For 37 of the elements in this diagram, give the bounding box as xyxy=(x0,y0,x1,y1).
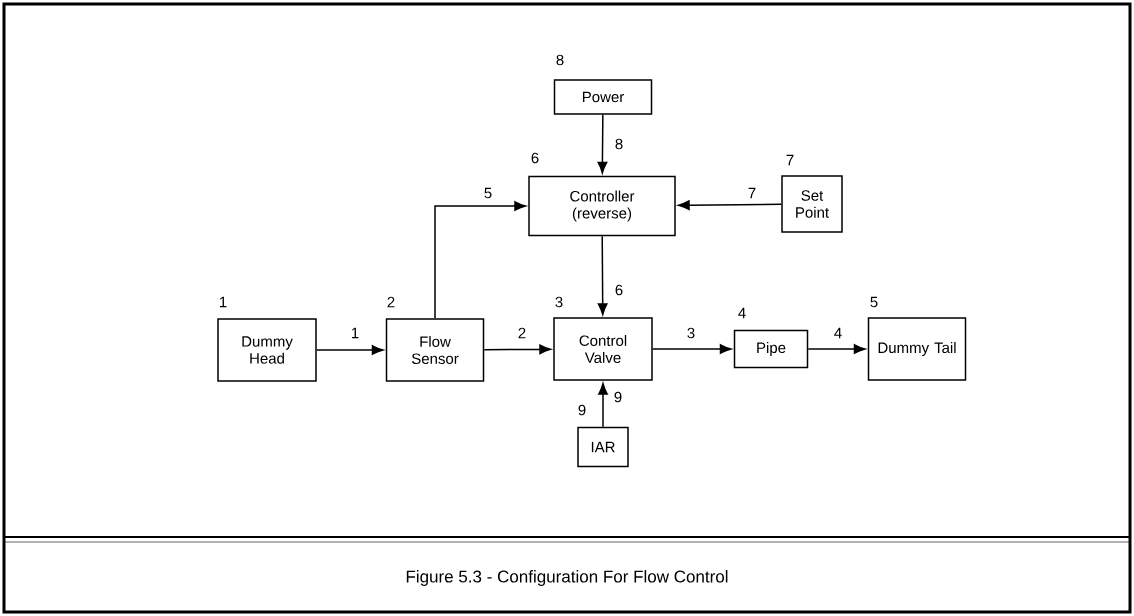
edge-label: 5 xyxy=(482,186,494,200)
process-box: Flow Sensor xyxy=(385,318,485,382)
node-number: 4 xyxy=(738,307,746,319)
process-box: IAR xyxy=(577,426,629,468)
process-box: Power xyxy=(553,79,653,115)
process-box: Pipe xyxy=(733,329,809,369)
node-number: 8 xyxy=(556,54,564,66)
edge-label: 7 xyxy=(746,186,758,200)
caption: Figure 5.3 - Configuration For Flow Control xyxy=(406,570,728,586)
edge-label: 1 xyxy=(349,326,361,340)
arrow xyxy=(483,344,552,355)
edge-label: 4 xyxy=(832,326,844,340)
edge-label: 9 xyxy=(612,390,624,404)
node-number: 1 xyxy=(220,296,227,308)
arrow xyxy=(316,345,384,355)
process-box: Control Valve xyxy=(553,317,653,381)
line-number: 9 xyxy=(578,404,586,416)
arrow xyxy=(597,235,608,316)
arrow xyxy=(434,201,527,319)
edge-label: 8 xyxy=(613,137,625,151)
arrow xyxy=(807,344,866,354)
node-number: 5 xyxy=(870,296,878,308)
arrow xyxy=(598,382,608,428)
process-box: Dummy Head xyxy=(217,318,317,382)
node-number: 6 xyxy=(531,152,539,164)
arrow xyxy=(597,114,608,174)
arrow xyxy=(677,200,782,211)
edge-label: 3 xyxy=(685,326,697,340)
node-number: 2 xyxy=(387,296,395,308)
edge-label: 6 xyxy=(613,283,625,297)
edge-label: 2 xyxy=(516,326,528,340)
node-number: 3 xyxy=(555,296,563,308)
arrow xyxy=(652,344,732,354)
process-box: Dummy Tail xyxy=(867,317,967,381)
process-box: Controller (reverse) xyxy=(528,175,676,237)
process-box: Set Point xyxy=(781,175,843,233)
node-number: 7 xyxy=(786,154,794,166)
